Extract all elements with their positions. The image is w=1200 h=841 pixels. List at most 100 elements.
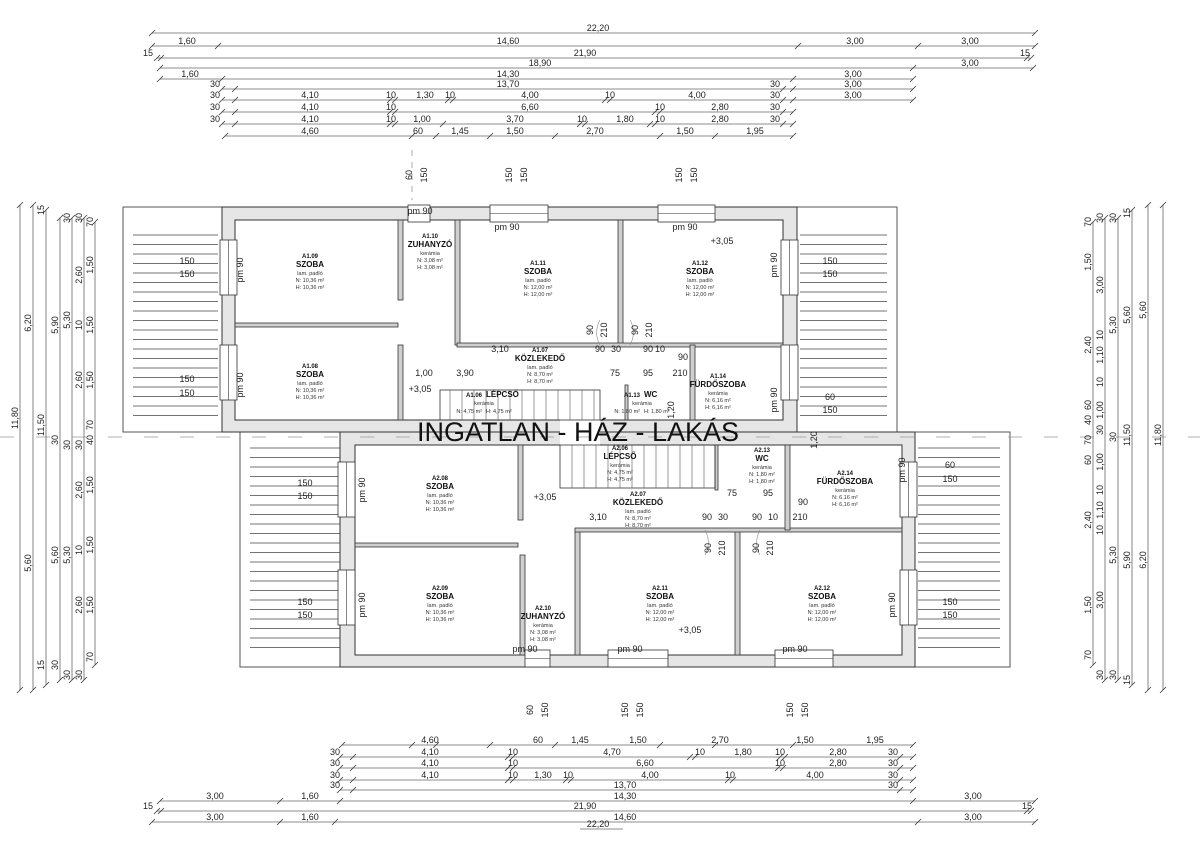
dimension-label: 4,00	[521, 90, 539, 100]
room-finish: kerámia	[708, 391, 729, 397]
dimension-label: 2,80	[711, 114, 729, 124]
dimension-label: 30	[62, 440, 72, 450]
window	[489, 204, 549, 223]
dimension-label: 3,70	[506, 114, 524, 124]
dimension-label: 60	[1083, 455, 1093, 465]
dimension-label: 40	[85, 435, 95, 445]
plan-annotation: 60	[404, 170, 414, 180]
room-finish: kerámia	[752, 465, 773, 471]
plan-annotation: 75	[610, 368, 620, 378]
room-name: ZUHANYZÓ	[408, 240, 452, 249]
plan-annotation: 60	[945, 460, 955, 470]
plan-annotation: pm 90	[235, 372, 245, 397]
dimension-label: 4,10	[301, 114, 319, 124]
dimension-label: 4,10	[421, 758, 439, 768]
interior-wall	[574, 527, 903, 533]
dimension-label: 10	[725, 770, 735, 780]
plan-annotation: 150	[540, 702, 550, 717]
room-finish: lam. padló	[809, 603, 834, 609]
plan-annotation: 150	[942, 610, 957, 620]
dimension-label: 30	[1108, 670, 1118, 680]
watermark: INGATLAN - HÁZ - LAKÁS	[417, 417, 739, 447]
plan-annotation: 150	[297, 491, 312, 501]
dimension-label: 70	[1083, 217, 1093, 227]
dimension-label: 3,00	[964, 812, 982, 822]
dimension-label: 10	[563, 770, 573, 780]
window	[407, 204, 431, 223]
room-gross: H: 12,00 m²	[808, 617, 837, 623]
dimension-label: 30	[74, 670, 84, 680]
door-swing	[756, 529, 761, 556]
dimension-label: 4,10	[301, 102, 319, 112]
room-name: WC	[755, 454, 769, 463]
dimension-label: 2,80	[829, 758, 847, 768]
bottom-dims-row: 22,20	[580, 819, 623, 830]
dimension-label: 3,00	[206, 791, 224, 801]
plan-annotation: 150	[519, 167, 529, 182]
dimension-label: 30	[888, 780, 898, 790]
dimension-label: 1,50	[85, 316, 95, 334]
room-gross: H: 4,75 m²	[486, 409, 512, 415]
plan-annotation: pm 90	[887, 592, 897, 617]
room-net: N: 4,75 m²	[456, 409, 482, 415]
room-gross: H: 6,16 m²	[705, 405, 731, 411]
room-net: N: 8,70 m²	[625, 516, 651, 522]
dimension-label: 2,70	[586, 126, 604, 136]
plan-annotation: 90	[678, 352, 688, 362]
room-net: N: 10,36 m²	[296, 388, 325, 394]
dimension-label: 30	[50, 660, 60, 670]
dimension-label: 15	[1122, 208, 1132, 218]
room-name: SZOBA	[296, 370, 324, 379]
dimension-label: 10	[386, 102, 396, 112]
plan-annotation: 60	[825, 392, 835, 402]
dimension-label: 4,60	[301, 126, 319, 136]
dimension-label: 11,80	[10, 407, 20, 429]
plan-annotation: 150	[297, 478, 312, 488]
interior-wall	[714, 444, 719, 491]
window	[899, 461, 918, 518]
plan-annotation: 1,20	[809, 431, 819, 449]
room-id: A1.07	[532, 348, 549, 354]
dimension-label: 4,00	[688, 90, 706, 100]
room-finish: kerámia	[632, 401, 653, 407]
dimension-label: 1,50	[85, 536, 95, 554]
dimension-label: 15	[143, 48, 153, 58]
dimension-label: 1,30	[416, 90, 434, 100]
room-gross: H: 12,00 m²	[686, 292, 715, 298]
room-id: A2.07	[630, 492, 647, 498]
room-gross: H: 10,36 m²	[426, 507, 455, 513]
door-swing	[596, 319, 601, 346]
window	[657, 204, 716, 223]
room-id: A1.14	[710, 374, 727, 380]
plan-annotation: pm 90	[782, 644, 807, 654]
dimension-label: 15	[36, 660, 46, 670]
plan-annotation: 150	[179, 374, 194, 384]
plan-annotation: 3,10	[589, 512, 607, 522]
dimension-label: 3,00	[846, 36, 864, 46]
room-gross: H: 12,00 m²	[646, 617, 675, 623]
plan-annotation: +3,05	[679, 625, 702, 635]
dimension-label: 10	[1095, 525, 1105, 535]
dimension-label: 18,90	[529, 58, 552, 68]
room-gross: H: 12,00 m²	[524, 292, 553, 298]
plan-annotation: 90	[703, 543, 713, 553]
walls	[221, 206, 916, 668]
dimension-label: 14,60	[614, 812, 637, 822]
window	[780, 344, 799, 401]
plan-annotation: 95	[643, 368, 653, 378]
dimension-label: 5,90	[1122, 551, 1132, 569]
upper-stair	[439, 389, 601, 421]
dimension-label: 10	[508, 770, 518, 780]
room-finish: lam. padló	[687, 278, 712, 284]
plan-annotation: 3,90	[456, 368, 474, 378]
dimension-label: 15	[1122, 675, 1132, 685]
